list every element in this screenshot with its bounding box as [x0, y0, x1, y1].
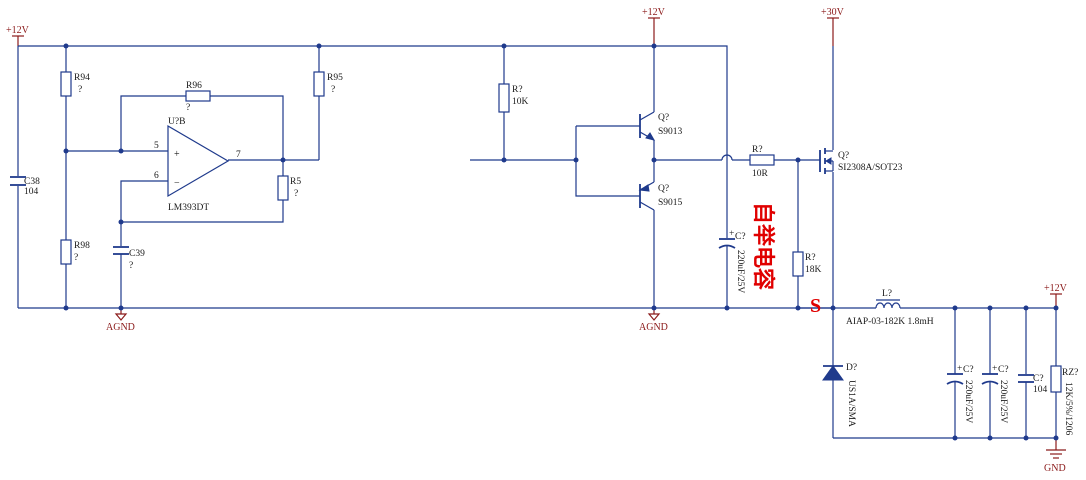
- q-s9015-ref: Q?: [658, 184, 669, 194]
- opamp-minus-sign: −: [174, 178, 180, 189]
- agnd-symbol-2: AGND: [639, 308, 668, 333]
- gnd-label: GND: [1044, 463, 1066, 474]
- resistor-r10r: R? 10R: [749, 145, 775, 179]
- resistor-r95: R95 ?: [313, 71, 343, 97]
- mosfet-si2308: Q? SI2308A/SOT23: [819, 148, 903, 174]
- vcc-30v-label: +30V: [821, 7, 845, 18]
- r98-value: ?: [74, 253, 78, 263]
- c39-ref: C39: [129, 249, 145, 259]
- c38-ref: C38: [24, 177, 40, 187]
- mosfet-part: SI2308A/SOT23: [838, 163, 903, 173]
- resistor-r94: R94 ?: [60, 71, 90, 97]
- vcc-12v-right-label: +12V: [1044, 283, 1068, 294]
- vcc-12v-mid: +12V: [642, 7, 666, 46]
- r96-ref: R96: [186, 81, 202, 91]
- r95-ref: R95: [327, 73, 343, 83]
- r94-ref: R94: [74, 73, 90, 83]
- inductor-l1: L? AIAP-03-182K 1.8mH: [846, 289, 934, 327]
- resistor-r5: R5 ?: [277, 175, 301, 201]
- c-out3-ref: C?: [1033, 374, 1044, 384]
- vcc-30v: +30V: [821, 7, 845, 46]
- c-boot-ref: C?: [735, 232, 746, 242]
- gnd-symbol: GND: [1044, 438, 1066, 474]
- r95-value: ?: [331, 85, 335, 95]
- r96-value: ?: [186, 103, 190, 113]
- capacitor-c39: C39 ?: [113, 246, 145, 271]
- diode-ref: D?: [846, 363, 857, 373]
- agnd-2-label: AGND: [639, 322, 668, 333]
- vcc-12v-left-label: +12V: [6, 25, 30, 36]
- capacitor-out-2: + C? 220uF/25V: [981, 364, 1009, 423]
- c38-value: 104: [24, 187, 39, 197]
- diode-part: US1A/SMA: [846, 380, 856, 427]
- q-s9013-part: S9013: [658, 127, 683, 137]
- q-s9013-ref: Q?: [658, 113, 669, 123]
- rz-ref: RZ?: [1062, 368, 1078, 378]
- c-out2-ref: C?: [998, 365, 1009, 375]
- c-out2-value: 220uF/25V: [998, 380, 1008, 423]
- resistor-r98: R98 ?: [60, 239, 90, 265]
- capacitor-out-1: + C? 220uF/25V: [946, 364, 974, 423]
- c39-value: ?: [129, 261, 133, 271]
- opamp-ref: U?B: [168, 117, 185, 127]
- bootstrap-cap-annotation: 自举电容: [750, 202, 776, 290]
- opamp-part: LM393DT: [168, 203, 209, 213]
- wires: [17, 45, 1057, 439]
- c-boot-value: 220uF/25V: [735, 250, 745, 293]
- opamp-pin7: 7: [236, 150, 241, 160]
- opamp-pin5: 5: [154, 141, 159, 151]
- r10r-ref: R?: [752, 145, 763, 155]
- inductor-ref: L?: [882, 289, 892, 299]
- node-s-label: S: [810, 295, 821, 317]
- capacitor-bootstrap: + C? 220uF/25V: [718, 229, 746, 293]
- r5-value: ?: [294, 189, 298, 199]
- resistor-r96: R96 ?: [185, 81, 211, 113]
- opamp-plus-sign: +: [174, 149, 180, 160]
- resistor-rz: RZ? 12K/5%/1206: [1050, 365, 1078, 436]
- r18k-value: 18K: [805, 265, 822, 275]
- inductor-part: AIAP-03-182K 1.8mH: [846, 317, 934, 327]
- agnd-symbol-1: AGND: [106, 308, 135, 333]
- r10k-value: 10K: [512, 97, 529, 107]
- rz-value: 12K/5%/1206: [1063, 382, 1073, 436]
- capacitor-out-3: C? 104: [1018, 374, 1048, 395]
- resistor-r10k: R? 10K: [498, 83, 529, 113]
- resistor-r18k: R? 18K: [792, 251, 822, 277]
- r10r-value: 10R: [752, 169, 769, 179]
- c-boot-polarity: +: [729, 229, 734, 239]
- r5-ref: R5: [290, 177, 301, 187]
- opamp-pin6: 6: [154, 171, 159, 181]
- r18k-ref: R?: [805, 253, 816, 263]
- transistor-q-s9013: Q? S9013: [639, 111, 683, 141]
- c-out1-value: 220uF/25V: [963, 380, 973, 423]
- q-s9015-part: S9015: [658, 198, 683, 208]
- diode-us1a: D? US1A/SMA: [822, 363, 857, 427]
- r10k-ref: R?: [512, 85, 523, 95]
- r98-ref: R98: [74, 241, 90, 251]
- vcc-12v-mid-label: +12V: [642, 7, 666, 18]
- r94-value: ?: [78, 85, 82, 95]
- junction-dots: [63, 43, 1059, 441]
- vcc-12v-right: +12V: [1044, 283, 1068, 308]
- c-out3-value: 104: [1033, 385, 1048, 395]
- opamp-lm393: + − 5 6 7 U?B LM393DT: [154, 117, 241, 213]
- agnd-1-label: AGND: [106, 322, 135, 333]
- transistor-q-s9015: Q? S9015: [638, 181, 683, 211]
- capacitor-c38: C38 104: [10, 176, 40, 197]
- mosfet-ref: Q?: [838, 151, 849, 161]
- vcc-12v-left: +12V: [6, 25, 30, 46]
- c-out2-polarity: +: [992, 364, 997, 374]
- c-out1-ref: C?: [963, 365, 974, 375]
- c-out1-polarity: +: [957, 364, 962, 374]
